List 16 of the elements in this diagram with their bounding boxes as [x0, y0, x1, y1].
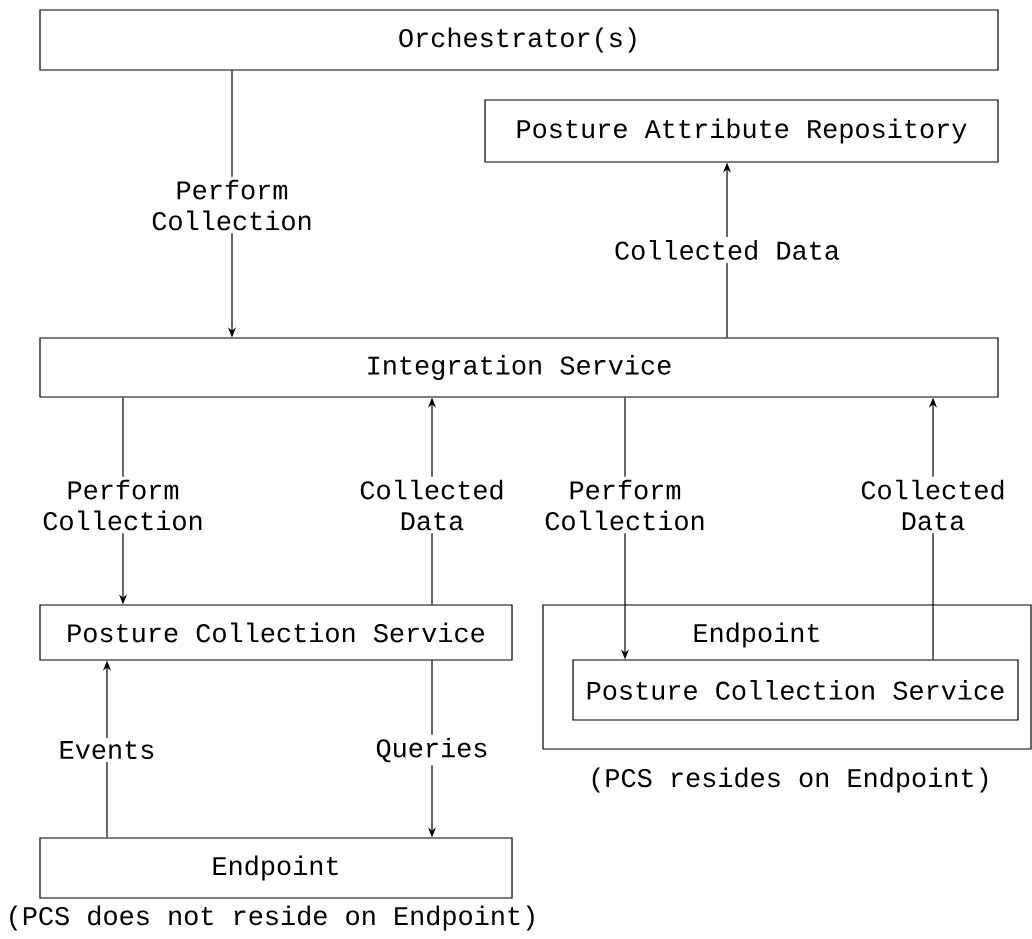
box: Orchestrator(s): [39, 9, 999, 71]
edge-label: Perform Collection: [35, 476, 211, 534]
box: Posture Attribute Repository: [484, 99, 999, 163]
edge-label: Perform Collection: [144, 176, 320, 234]
box: Posture Collection Service: [39, 604, 513, 661]
box: Endpoint: [39, 837, 513, 899]
box: Integration Service: [39, 337, 999, 398]
node-label: (PCS does not reside on Endpoint): [10, 905, 534, 931]
edge-label: Queries: [372, 734, 492, 766]
edge-label: Collected Data: [845, 476, 1021, 534]
edge-label: Events: [55, 737, 159, 763]
edge-label: Collected Data: [611, 237, 843, 263]
node-label: (PCS resides on Endpoint): [592, 767, 988, 793]
edge-label: Perform Collection: [537, 476, 713, 534]
edge-label: Collected Data: [344, 476, 520, 534]
box: Posture Collection Service: [572, 659, 1019, 721]
